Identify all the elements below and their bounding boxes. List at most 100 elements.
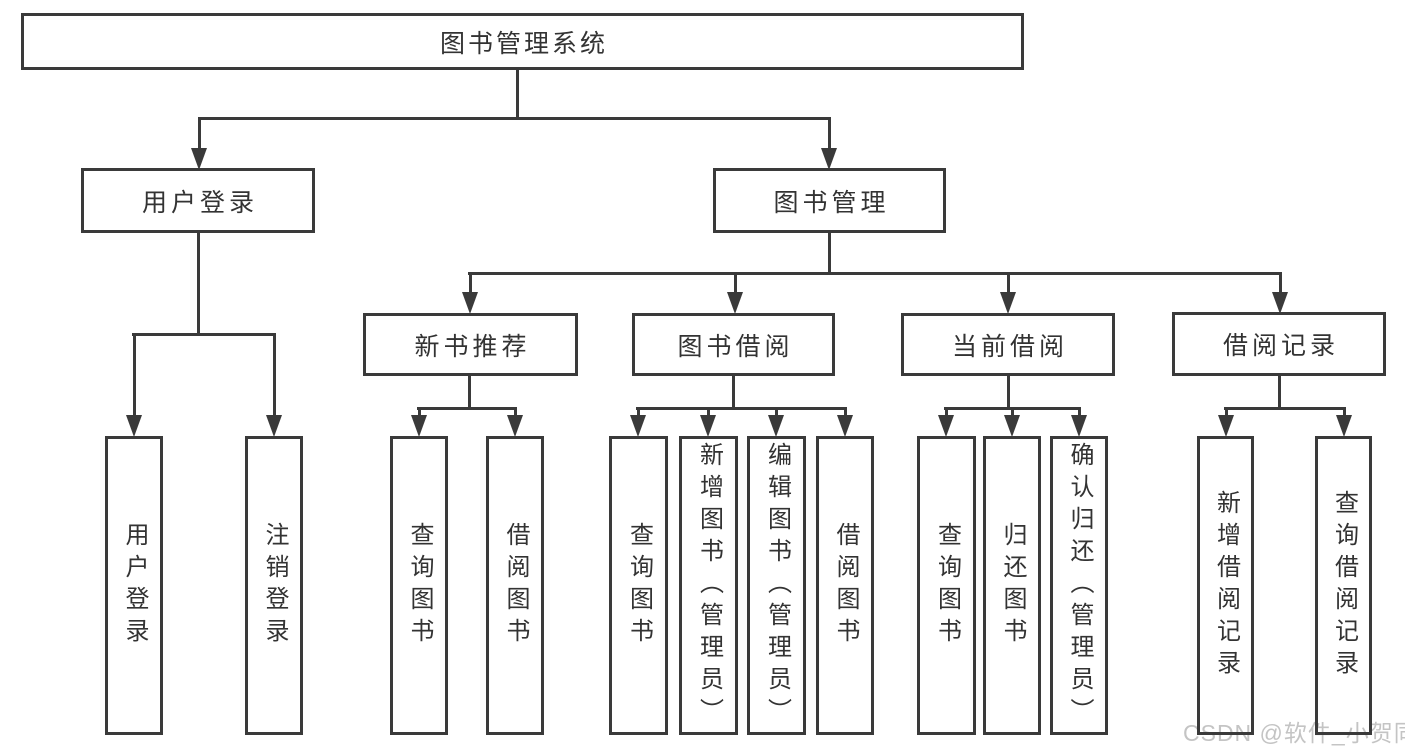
leaf-label: 编辑图书（管理员） <box>763 441 791 730</box>
connector-vline <box>468 375 471 410</box>
connector-vline <box>828 232 831 275</box>
leaf-query-books-borrow: 查询图书 <box>609 436 668 735</box>
arrow-head <box>727 292 743 314</box>
arrow-down-icon <box>1336 407 1352 437</box>
node-label: 新书推荐 <box>414 332 531 361</box>
arrow-head <box>1000 292 1016 314</box>
node-book-management: 图书管理 <box>713 168 946 233</box>
leaf-edit-books-admin: 编辑图书（管理员） <box>747 436 806 735</box>
leaf-label: 注销登录 <box>261 521 288 650</box>
leaf-borrow-books-recommend: 借阅图书 <box>486 436 544 735</box>
leaf-label: 新增图书（管理员） <box>695 441 723 730</box>
arrow-stem <box>733 272 737 292</box>
arrow-down-icon <box>126 333 142 437</box>
arrow-down-icon <box>700 407 716 437</box>
connector-vline <box>1278 375 1281 410</box>
arrow-down-icon <box>938 407 954 437</box>
arrow-down-icon <box>837 407 853 437</box>
leaf-add-books-admin: 新增图书（管理员） <box>679 436 738 735</box>
arrow-head <box>411 415 427 437</box>
connector-vline <box>732 375 735 410</box>
node-borrow-records: 借阅记录 <box>1172 312 1386 376</box>
arrow-head <box>1336 415 1352 437</box>
arrow-stem <box>636 407 640 415</box>
node-label: 用户登录 <box>141 188 258 217</box>
arrow-down-icon <box>507 407 523 437</box>
arrow-head <box>821 148 837 170</box>
arrow-down-icon <box>768 407 784 437</box>
leaf-label: 确认归还（管理员） <box>1066 441 1093 730</box>
leaf-logout: 注销登录 <box>245 436 303 735</box>
leaf-query-borrow-record: 查询借阅记录 <box>1315 436 1372 735</box>
arrow-stem <box>1006 272 1010 292</box>
connector-hline <box>1224 407 1345 410</box>
arrow-head <box>938 415 954 437</box>
arrow-down-icon <box>191 117 207 170</box>
arrow-stem <box>827 117 831 148</box>
leaf-query-books-current: 查询图书 <box>917 436 976 735</box>
leaf-label: 用户登录 <box>121 521 148 650</box>
arrow-down-icon <box>630 407 646 437</box>
arrow-down-icon <box>821 117 837 170</box>
arrow-head <box>1218 415 1234 437</box>
connector-hline <box>468 272 1282 275</box>
leaf-label: 借阅图书 <box>502 521 529 650</box>
arrow-down-icon <box>411 407 427 437</box>
arrow-down-icon <box>1218 407 1234 437</box>
arrow-head <box>266 415 282 437</box>
node-current-borrow: 当前借阅 <box>901 313 1115 376</box>
arrow-stem <box>513 407 517 415</box>
arrow-down-icon <box>462 272 478 314</box>
leaf-label: 查询图书 <box>406 521 433 650</box>
arrow-stem <box>706 407 710 415</box>
leaf-label: 归还图书 <box>999 521 1026 650</box>
arrow-head <box>1071 415 1087 437</box>
arrow-stem <box>774 407 778 415</box>
connector-hline <box>417 407 517 410</box>
arrow-stem <box>417 407 421 415</box>
arrow-stem <box>1077 407 1081 415</box>
leaf-label: 新增借阅记录 <box>1212 489 1240 682</box>
arrow-head <box>630 415 646 437</box>
arrow-head <box>1004 415 1020 437</box>
arrow-down-icon <box>1000 272 1016 314</box>
node-root-library-system: 图书管理系统 <box>21 13 1024 70</box>
connector-hline <box>132 333 276 336</box>
arrow-head <box>126 415 142 437</box>
leaf-label: 查询借阅记录 <box>1330 489 1358 682</box>
connector-vline <box>516 69 519 120</box>
arrow-stem <box>1224 407 1228 415</box>
arrow-head <box>462 292 478 314</box>
leaf-label: 借阅图书 <box>832 521 859 650</box>
arrow-stem <box>132 333 136 415</box>
connector-hline <box>198 117 831 120</box>
arrow-head <box>507 415 523 437</box>
arrow-stem <box>468 272 472 292</box>
arrow-stem <box>1278 272 1282 292</box>
arrow-head <box>1272 292 1288 314</box>
leaf-borrow-books: 借阅图书 <box>816 436 874 735</box>
leaf-label: 查询图书 <box>933 521 961 650</box>
arrow-down-icon <box>1272 272 1288 314</box>
node-label: 借阅记录 <box>1222 332 1339 360</box>
arrow-head <box>837 415 853 437</box>
arrow-down-icon <box>1004 407 1020 437</box>
arrow-stem <box>843 407 847 415</box>
leaf-query-books-recommend: 查询图书 <box>390 436 448 735</box>
node-book-borrow: 图书借阅 <box>632 313 835 376</box>
leaf-confirm-return-admin: 确认归还（管理员） <box>1050 436 1108 735</box>
arrow-head <box>768 415 784 437</box>
arrow-stem <box>197 117 201 148</box>
arrow-down-icon <box>727 272 743 314</box>
leaf-return-books: 归还图书 <box>983 436 1041 735</box>
arrow-down-icon <box>266 333 282 437</box>
arrow-stem <box>1010 407 1014 415</box>
leaf-user-login: 用户登录 <box>105 436 163 735</box>
connector-vline <box>1007 375 1010 410</box>
connector-hline <box>636 407 846 410</box>
arrow-down-icon <box>1071 407 1087 437</box>
node-label: 当前借阅 <box>951 332 1068 361</box>
leaf-label: 查询图书 <box>625 521 653 650</box>
node-user-login: 用户登录 <box>81 168 315 233</box>
